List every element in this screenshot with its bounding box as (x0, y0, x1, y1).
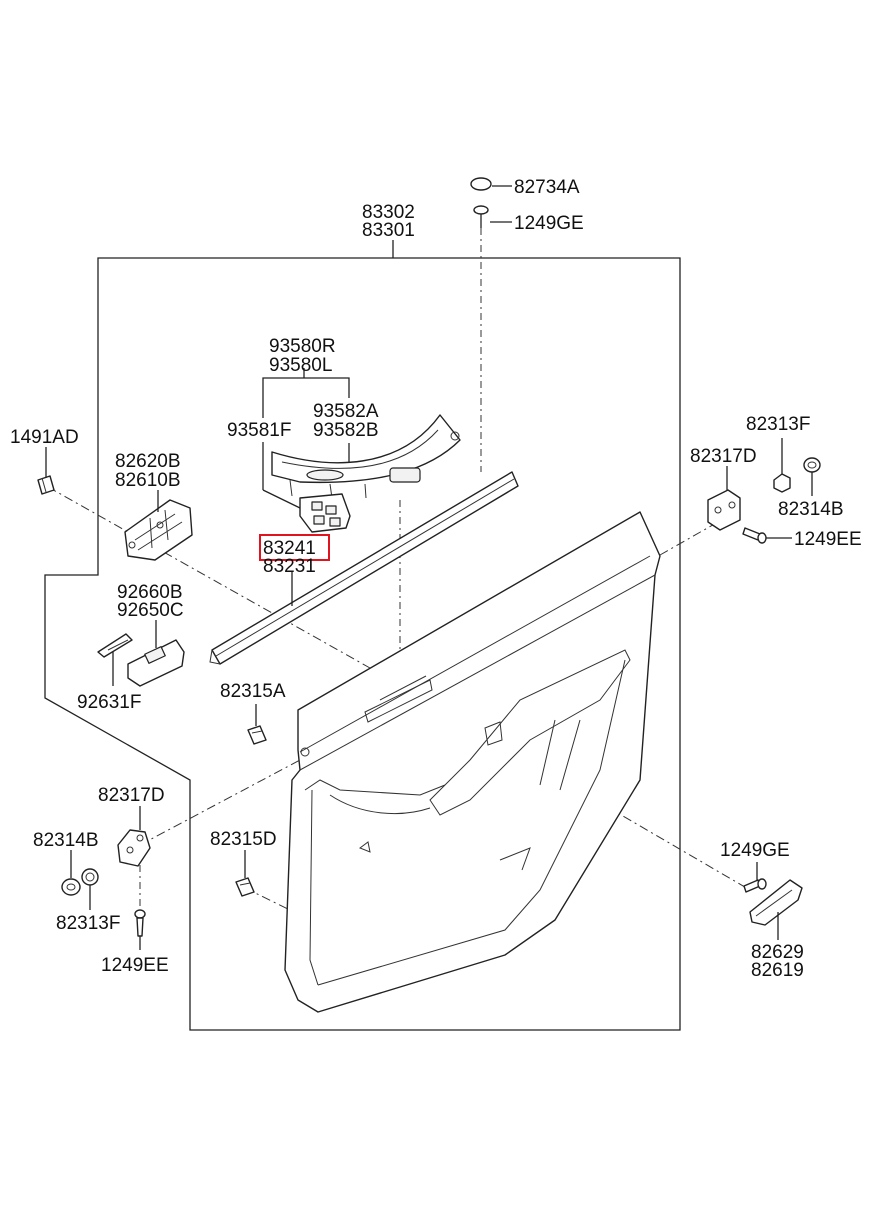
cap-82314B-left (61, 878, 81, 896)
cap-82314B-right (803, 457, 821, 473)
bracket-82317D-right (707, 489, 741, 531)
label-1491AD: 1491AD (10, 427, 79, 448)
screw-1249GE-top (473, 205, 489, 228)
wire-92631F (97, 633, 133, 658)
nut-82313F-left (81, 868, 99, 886)
door-trim-panel (284, 511, 661, 1013)
label-82610B: 82610B (115, 470, 181, 491)
label-1249EE-left: 1249EE (101, 955, 169, 976)
label-82315A: 82315A (220, 681, 286, 702)
label-82313F-right: 82313F (746, 414, 810, 435)
label-82317D-right: 82317D (690, 446, 757, 467)
label-93582B: 93582B (313, 420, 379, 441)
label-93580L: 93580L (269, 355, 332, 376)
screw-1249EE-left (134, 909, 146, 937)
label-93581F: 93581F (227, 420, 291, 441)
window-switch-bezel (271, 414, 461, 499)
label-82313F-left: 82313F (56, 913, 120, 934)
plug-82734A (470, 177, 492, 191)
window-switch-93581F (299, 493, 351, 533)
label-82317D-left: 82317D (98, 785, 165, 806)
clip-82315D (235, 877, 255, 897)
bracket-82317D-left (117, 829, 151, 867)
label-82629: 82629 (751, 942, 804, 963)
nut-82313F-right (773, 473, 791, 493)
highlight-box-83241 (259, 534, 330, 561)
assembly-frame (44, 257, 681, 1031)
clip-1491AD (37, 475, 55, 495)
label-1249GE-right: 1249GE (720, 840, 790, 861)
label-82314B-right: 82314B (778, 499, 844, 520)
courtesy-lamp-92650C (127, 639, 185, 687)
label-83231: 83231 (263, 556, 316, 577)
label-92650C: 92650C (117, 600, 184, 621)
dash-82317D-left (139, 759, 301, 846)
label-92631F: 92631F (77, 692, 141, 713)
label-82315D: 82315D (210, 829, 277, 850)
label-82620B: 82620B (115, 451, 181, 472)
label-93580R: 93580R (269, 336, 336, 357)
label-82619: 82619 (751, 960, 804, 981)
label-1249EE-right: 1249EE (794, 529, 862, 550)
clip-82315A (247, 725, 267, 745)
screw-1249EE-right (742, 527, 767, 544)
label-82734A: 82734A (514, 177, 580, 198)
handle-cover-82629 (749, 879, 803, 926)
label-83241: 83241 (263, 538, 316, 559)
label-82314B-left: 82314B (33, 830, 99, 851)
label-1249GE-top: 1249GE (514, 213, 584, 234)
dash-1491AD (47, 486, 371, 669)
label-92660B: 92660B (117, 582, 183, 603)
label-93582A: 93582A (313, 401, 379, 422)
screw-1249GE-right (743, 878, 767, 893)
inner-handle-82620B (124, 499, 193, 561)
bracket-93580 (262, 377, 350, 418)
weatherstrip-83241 (209, 471, 519, 665)
label-83301: 83301 (362, 220, 415, 241)
label-83302: 83302 (362, 202, 415, 223)
